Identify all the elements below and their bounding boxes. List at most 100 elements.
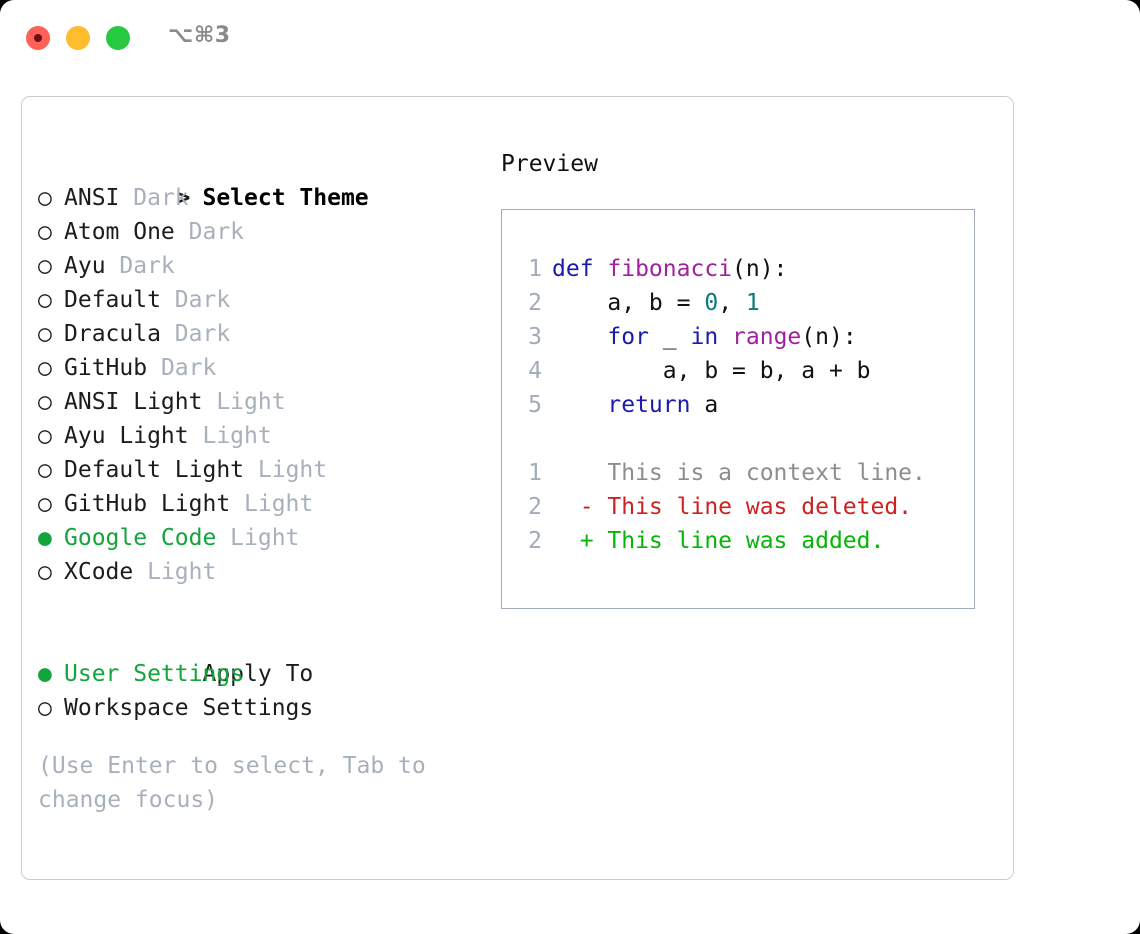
theme-list-item[interactable]: ○ANSI Light Light (38, 385, 468, 419)
diff-line: 1 This is a context line. (502, 456, 974, 490)
theme-name: Default (64, 287, 175, 313)
line-number: 5 (528, 392, 542, 418)
theme-name: Default Light (64, 457, 258, 483)
radio-selected-icon[interactable]: ● (38, 525, 52, 551)
theme-variant: Light (202, 423, 272, 449)
code-token: a (704, 392, 719, 418)
line-number: 2 (528, 290, 542, 316)
diff-line: 2 - This line was deleted. (502, 490, 974, 524)
theme-list-item[interactable]: ○ Default Dark (38, 283, 468, 317)
traffic-lights (26, 26, 130, 50)
select-theme-heading: > Select Theme (38, 147, 468, 211)
diff-text: + This line was added. (552, 528, 885, 554)
theme-variant: Dark (160, 355, 217, 381)
theme-name: Dracula (64, 321, 175, 347)
diff-text: - This line was deleted. (552, 494, 913, 520)
apply-to-label: Apply To (202, 661, 314, 687)
diff-line: 2 + This line was added. (502, 524, 974, 558)
theme-list-item[interactable]: ○ GitHub Dark (38, 351, 468, 385)
theme-list-item[interactable]: ○GitHub Light Light (38, 487, 468, 521)
line-number: 1 (528, 460, 542, 486)
theme-variant: Dark (174, 287, 231, 313)
radio-unselected-icon[interactable]: ○ (38, 253, 52, 279)
zoom-button[interactable] (106, 26, 130, 50)
theme-list[interactable]: ○ ANSI Dark ○ Atom One Dark ○ Ayu Dark ○ Defaul… (38, 181, 468, 589)
theme-name: Ayu (64, 253, 120, 279)
theme-name: Google Code (64, 525, 231, 551)
radio-unselected-icon[interactable]: ○ (38, 389, 52, 415)
window-title: ⌥⌘3 (168, 23, 231, 48)
code-token: (n): (801, 324, 857, 350)
theme-name: Atom One (64, 219, 189, 245)
heading-caret-icon: > (176, 185, 191, 211)
theme-list-item[interactable]: ● Google Code Light (38, 521, 468, 555)
theme-name: Ayu Light (64, 423, 203, 449)
theme-list-item[interactable]: ○ Default Light Light (38, 453, 468, 487)
heading-label: Select Theme (202, 185, 369, 211)
line-number: 1 (528, 256, 542, 282)
keyboard-hint: (Use Enter to select, Tab to change focu… (38, 753, 426, 813)
apply-to-option-label: Workspace Settings (64, 695, 314, 721)
code-line: 5 return a (502, 388, 974, 422)
theme-list-item[interactable]: ○ Ayu Light Light (38, 419, 468, 453)
code-token: a, b = (552, 290, 705, 316)
radio-unselected-icon[interactable]: ○ (38, 457, 52, 483)
theme-list-item[interactable]: ○ ANSI Dark (38, 181, 468, 215)
apply-to-heading: Apply To (38, 623, 468, 687)
theme-selector-column: >Select Theme ○ANSI Dark○Atom One Dark○A… (38, 147, 468, 817)
theme-variant: Dark (174, 321, 231, 347)
radio-unselected-icon[interactable]: ○ (38, 185, 52, 211)
code-line: 3 for _ in range(n): (502, 320, 974, 354)
line-number: 2 (528, 528, 542, 554)
code-token: in (690, 324, 733, 350)
diff-sample: 1 This is a context line.2 - This line w… (502, 456, 974, 558)
theme-variant: Light (230, 525, 300, 551)
radio-unselected-icon[interactable]: ○ (38, 321, 52, 347)
radio-unselected-icon[interactable]: ○ (38, 491, 52, 517)
radio-selected-icon[interactable]: ● (38, 661, 52, 687)
radio-unselected-icon[interactable]: ○ (38, 423, 52, 449)
code-token: 0 (704, 290, 719, 316)
line-number: 2 (528, 494, 542, 520)
code-line: 4 a, b = b, a + b (502, 354, 974, 388)
code-token: def (552, 256, 608, 282)
apply-to-option-label: User Settings (64, 661, 245, 687)
list-spacer (38, 589, 468, 623)
radio-unselected-icon[interactable]: ○ (38, 287, 52, 313)
line-number: 4 (528, 358, 542, 384)
theme-variant: Dark (133, 185, 189, 211)
theme-variant: Dark (119, 253, 175, 279)
apply-to-options[interactable]: ● User Settings ○ Workspace Settings (38, 657, 468, 725)
close-button[interactable] (26, 26, 50, 50)
radio-unselected-icon[interactable]: ○ (38, 355, 52, 381)
content-panel: >Select Theme ○ANSI Dark○Atom One Dark○A… (21, 96, 1014, 880)
theme-variant: Light (257, 457, 328, 483)
theme-name: GitHub Light (64, 491, 245, 517)
radio-unselected-icon[interactable]: ○ (38, 559, 52, 585)
code-token: _ (662, 324, 691, 350)
code-diff-gap (502, 422, 974, 456)
code-token: fibonacci (607, 256, 733, 282)
apply-to-item[interactable]: ○ Workspace Settings (38, 691, 468, 725)
theme-name: ANSI (64, 185, 134, 211)
apply-to-item[interactable]: ● User Settings (38, 657, 468, 691)
radio-unselected-icon[interactable]: ○ (38, 695, 52, 721)
theme-list-item[interactable]: ○ Dracula Dark (38, 317, 468, 351)
theme-list-item[interactable]: ○ Atom One Dark (38, 215, 468, 249)
code-token: range (732, 324, 802, 350)
theme-list-item[interactable]: ○ Ayu Dark (38, 249, 468, 283)
code-token: 1 (745, 290, 760, 316)
theme-list-item[interactable]: ○XCode Light (38, 555, 468, 589)
theme-variant: Light (147, 559, 217, 585)
radio-unselected-icon[interactable]: ○ (38, 219, 52, 245)
minimize-button[interactable] (66, 26, 90, 50)
code-token: a, b = b, a + b (552, 358, 871, 384)
theme-name: GitHub (64, 355, 161, 381)
theme-variant: Dark (188, 219, 245, 245)
title-bar: ⌥⌘3 (0, 0, 1140, 76)
